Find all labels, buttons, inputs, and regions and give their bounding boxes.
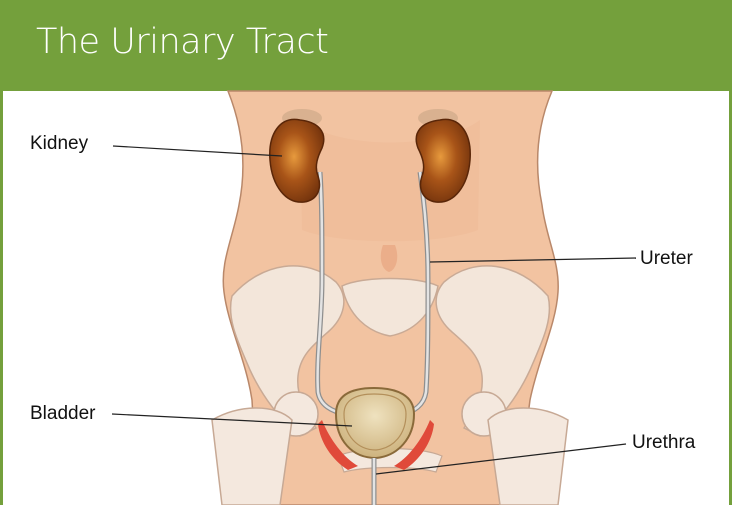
- kidney-label: Kidney: [30, 133, 88, 155]
- ureter-label: Ureter: [640, 248, 693, 270]
- right-femur: [488, 408, 568, 505]
- bladder-label: Bladder: [30, 403, 96, 425]
- urethra-label: Urethra: [632, 432, 695, 454]
